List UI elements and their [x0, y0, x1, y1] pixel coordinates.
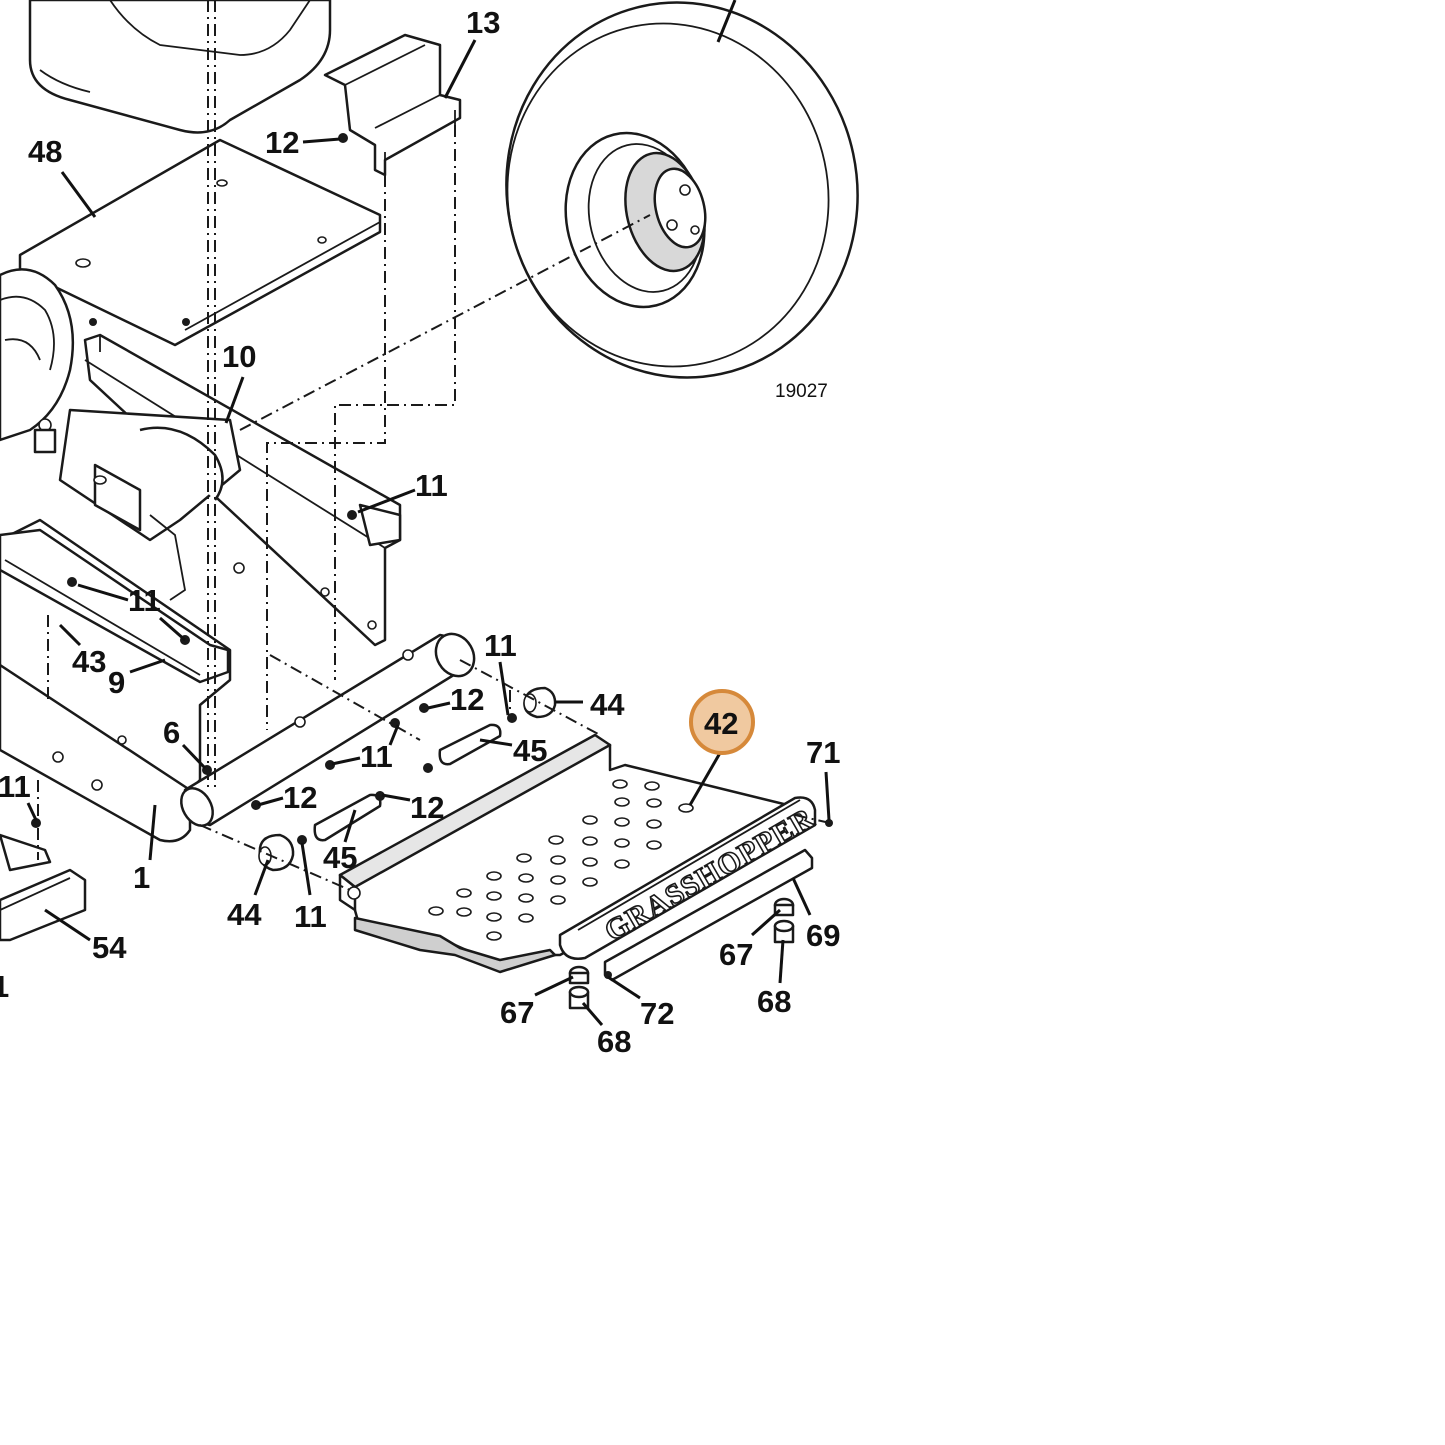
engine-cluster — [0, 268, 75, 454]
callout-12: 12 — [283, 780, 317, 815]
rear-wheel — [505, 1, 859, 379]
callout-72: 72 — [640, 996, 674, 1031]
callout-44: 44 — [590, 687, 625, 722]
spacer-67-left — [568, 965, 590, 985]
callout-11: 11 — [0, 769, 31, 804]
callout-48: 48 — [28, 134, 62, 169]
callout-11: 11 — [484, 628, 517, 663]
crossbar-9 — [0, 528, 230, 684]
callout-42: 42 — [704, 706, 738, 741]
callout-45: 45 — [323, 840, 357, 875]
callout-6: 6 — [163, 715, 180, 750]
pin-45-lower — [313, 793, 382, 842]
callout-67: 67 — [719, 937, 753, 972]
bar-54 — [0, 833, 87, 942]
callout-54: 54 — [92, 930, 127, 965]
highlight-circle-42 — [689, 689, 755, 755]
callout-71: 71 — [806, 735, 840, 770]
callout-44: 44 — [227, 897, 262, 932]
callout-43: 43 — [72, 644, 106, 679]
callout-69: 69 — [806, 918, 840, 953]
callout-11: 11 — [128, 583, 161, 618]
leader-lines — [26, 0, 831, 1026]
spacer-68-right — [773, 919, 795, 944]
callout-11: 11 — [360, 739, 393, 774]
callout-13: 13 — [466, 5, 500, 40]
bracket-13 — [323, 33, 462, 177]
callout-45: 45 — [513, 733, 547, 768]
callouts: 13 12 48 10 11 11 43 9 11 12 44 42 71 45… — [0, 5, 840, 1059]
callout-67: 67 — [500, 995, 534, 1030]
spacer-67-right — [773, 897, 795, 917]
callout-11: 11 — [294, 899, 327, 934]
callout-1: 1 — [133, 860, 150, 895]
callout-12: 12 — [410, 790, 444, 825]
diagram-reference-code: 19027 — [775, 381, 828, 402]
callout-68: 68 — [757, 984, 791, 1019]
plate-48 — [18, 138, 382, 347]
pin-45-upper — [438, 723, 502, 766]
callout-10: 10 — [222, 339, 256, 374]
callout-12: 12 — [265, 125, 299, 160]
tank-body — [28, 0, 332, 134]
spacer-68-left — [568, 985, 590, 1010]
callout-68: 68 — [597, 1024, 631, 1059]
callout-11: 11 — [415, 468, 448, 503]
callout-9: 9 — [108, 665, 125, 700]
footrest-plate-42 — [338, 733, 802, 974]
frame-center-rail — [58, 408, 242, 601]
callout-1: 1 — [0, 969, 9, 1004]
assembly-lines — [37, 0, 831, 891]
bushing-44-lower — [258, 833, 295, 872]
callout-12: 12 — [450, 682, 484, 717]
